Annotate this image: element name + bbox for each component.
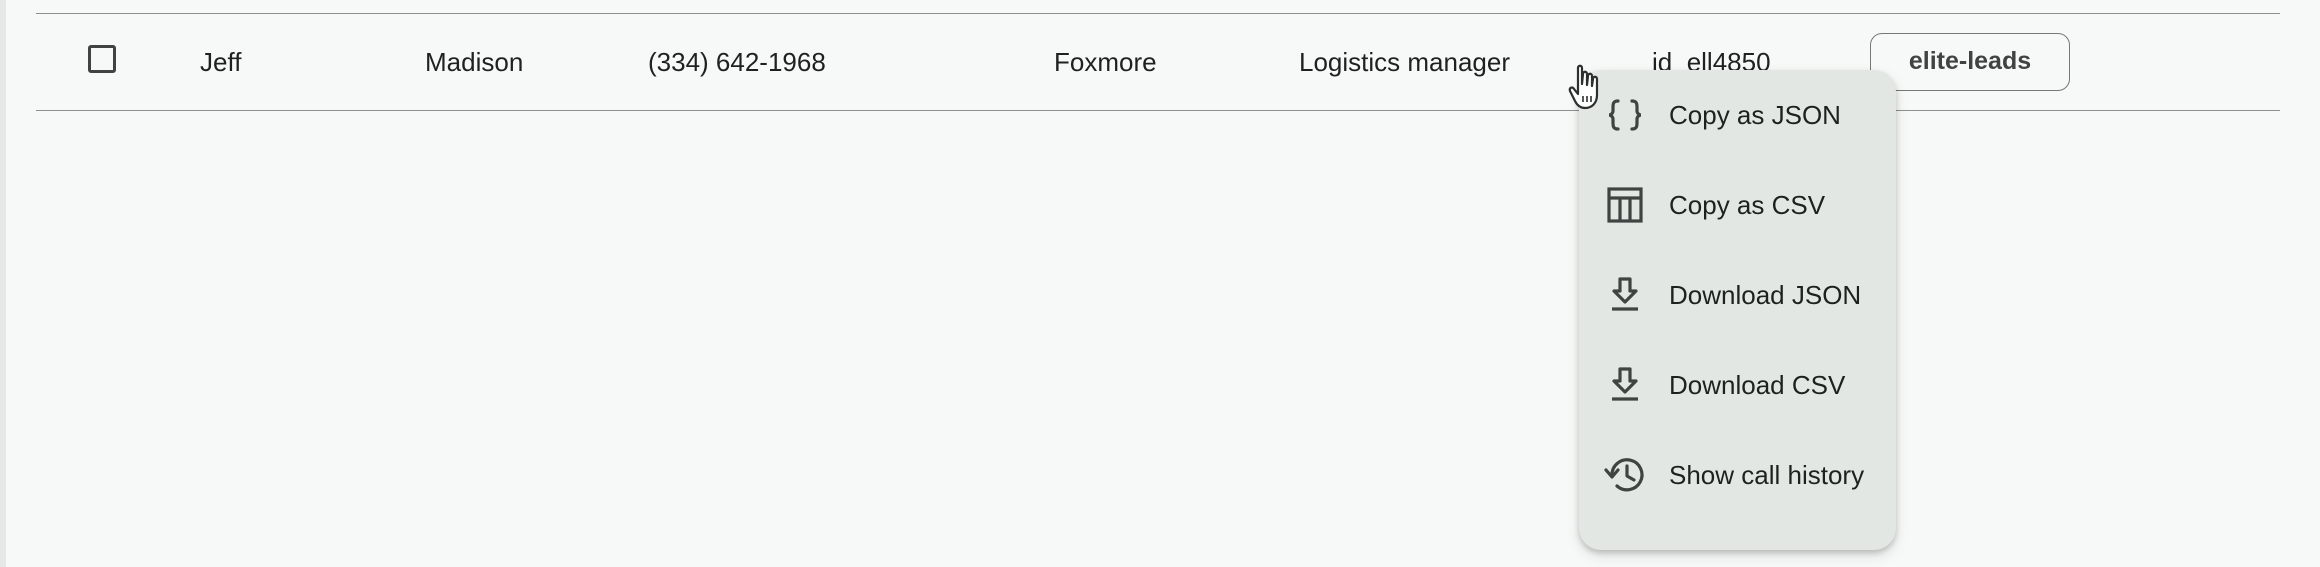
history-icon bbox=[1603, 453, 1647, 497]
first-name-cell: Jeff bbox=[200, 47, 242, 77]
context-menu: Copy as JSON Copy as CSV Download JSON Down… bbox=[1579, 70, 1896, 550]
last-name-cell: Madison bbox=[425, 47, 524, 77]
job-title-cell: Logistics manager bbox=[1299, 47, 1510, 77]
row-divider-top bbox=[36, 13, 2280, 14]
phone-cell: (334) 642-1968 bbox=[648, 47, 826, 77]
table-row[interactable]: Jeff Madison (334) 642-1968 Foxmore Logi… bbox=[36, 14, 2280, 110]
menu-item-download-csv[interactable]: Download CSV bbox=[1579, 340, 1896, 430]
download-icon bbox=[1603, 273, 1647, 317]
menu-item-copy-json[interactable]: Copy as JSON bbox=[1579, 70, 1896, 160]
row-select-checkbox[interactable] bbox=[88, 45, 116, 73]
tag-chip[interactable]: elite-leads bbox=[1870, 33, 2070, 91]
menu-item-label: Download CSV bbox=[1669, 370, 1846, 400]
menu-item-label: Copy as JSON bbox=[1669, 100, 1841, 130]
menu-item-download-json[interactable]: Download JSON bbox=[1579, 250, 1896, 340]
row-divider-bottom bbox=[36, 110, 2280, 111]
table-icon bbox=[1603, 183, 1647, 227]
hand-pointer-cursor-icon bbox=[1566, 62, 1610, 112]
code-braces-icon bbox=[1603, 93, 1647, 137]
menu-item-copy-csv[interactable]: Copy as CSV bbox=[1579, 160, 1896, 250]
menu-item-label: Show call history bbox=[1669, 460, 1865, 490]
left-edge-panel bbox=[0, 0, 6, 567]
company-cell: Foxmore bbox=[1054, 47, 1157, 77]
menu-item-label: Copy as CSV bbox=[1669, 190, 1826, 220]
download-icon bbox=[1603, 363, 1647, 407]
menu-item-label: Download JSON bbox=[1669, 280, 1862, 310]
menu-item-call-history[interactable]: Show call history bbox=[1579, 430, 1896, 520]
